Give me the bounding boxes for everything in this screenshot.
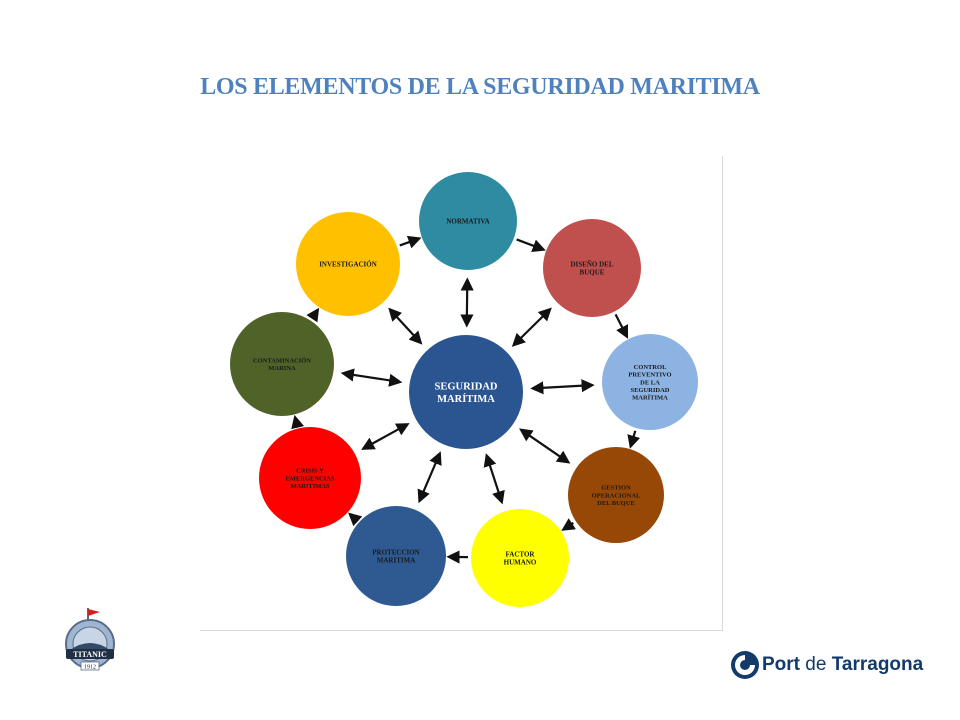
cycle-arrow-control <box>627 430 641 449</box>
node-circle <box>259 427 361 529</box>
node-label-line: DEL BUQUE <box>597 500 635 507</box>
port-logo-icon <box>731 651 759 679</box>
node-normativa: NORMATIVA <box>419 172 517 270</box>
node-label-line: OPERACIONAL <box>592 492 641 499</box>
node-label-line: SEGURIDAD <box>630 387 669 394</box>
node-label-line: GESTION <box>601 485 631 492</box>
node-label-line: MARINA <box>268 365 296 372</box>
node-circle <box>602 334 698 430</box>
node-circle <box>230 312 334 416</box>
node-label-line: SEGURIDAD <box>434 381 497 392</box>
node-label-line: PROTECCION <box>372 548 419 556</box>
cycle-arrow-crisis <box>291 414 305 430</box>
node-label-line: MARÍTIMA <box>437 393 495 405</box>
center-circle <box>409 335 523 449</box>
node-label-line: MARITIMAS <box>290 483 330 490</box>
cycle-arrow-normativa <box>516 238 546 252</box>
radial-arrow-diseno <box>511 307 552 347</box>
node-circle <box>346 506 446 606</box>
node-circle <box>471 509 569 607</box>
radial-arrow-investigacion <box>388 307 423 345</box>
node-label-line: HUMANO <box>504 559 537 567</box>
radial-arrow-normativa <box>460 277 474 328</box>
radial-arrow-gestion <box>519 428 571 464</box>
radial-arrow-contaminacion <box>340 368 403 387</box>
titanic-logo-year: 1912 <box>84 665 96 671</box>
node-circle <box>296 212 400 316</box>
node-label-line: EMERGENCIAS <box>285 475 335 482</box>
node-label-line: DE LA <box>640 379 660 386</box>
cycle-arrow-gestion <box>561 518 576 531</box>
radial-arrow-factor <box>483 453 505 505</box>
node-circle <box>419 172 517 270</box>
node-circle <box>543 219 641 317</box>
node-investigacion: INVESTIGACIÓN <box>296 212 400 316</box>
port-tarragona-logo: Port de Tarragona <box>730 648 930 684</box>
node-label-line: MARITIMA <box>377 557 416 565</box>
port-logo-de: de <box>805 654 827 675</box>
node-label-line: INVESTIGACIÓN <box>319 260 377 268</box>
node-label-line: PREVENTIVO <box>628 372 671 379</box>
radial-arrow-control <box>530 379 595 395</box>
node-label-line: MARÍTIMA <box>632 394 668 402</box>
radial-arrow-crisis <box>361 423 410 450</box>
port-logo-city: Tarragona <box>831 654 924 675</box>
node-label-line: CONTROL <box>634 364 668 371</box>
radial-arrow-proteccion <box>417 451 442 504</box>
node-label-line: CRISIS Y <box>296 468 324 475</box>
titanic-logo-text: TITANIC <box>73 650 107 659</box>
titanic-logo: TITANIC 1912 <box>58 606 122 672</box>
cycle-arrow-investigacion <box>399 235 422 249</box>
node-label-line: BUQUE <box>580 269 605 277</box>
cycle-arrow-proteccion <box>348 512 363 527</box>
node-circle <box>568 447 664 543</box>
cycle-arrow-diseno <box>614 313 629 339</box>
node-label-line: FACTOR <box>506 550 536 558</box>
port-logo-brand: Port <box>762 654 800 675</box>
cycle-arrow-contaminacion <box>306 307 320 323</box>
node-label-line: CONTAMINACIÓN <box>253 356 311 364</box>
node-label-line: NORMATIVA <box>446 217 489 225</box>
slide-title: LOS ELEMENTOS DE LA SEGURIDAD MARITIMA <box>200 74 760 100</box>
node-label-line: DISEÑO DEL <box>571 260 614 268</box>
